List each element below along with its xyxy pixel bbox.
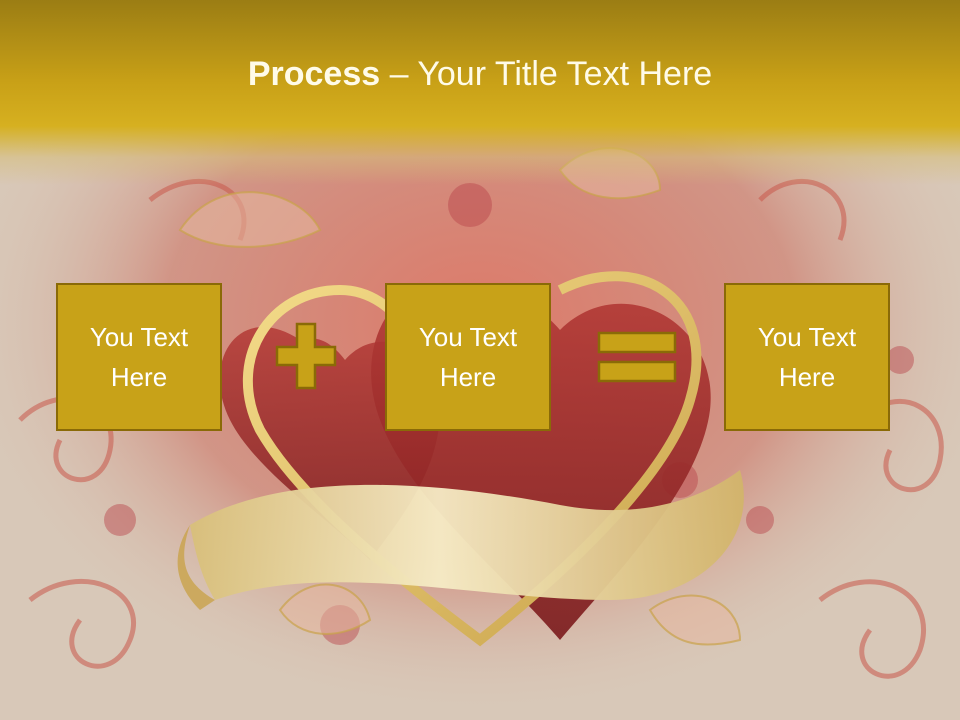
process-box-2[interactable]: You Text Here bbox=[385, 283, 551, 431]
process-box-line2: Here bbox=[778, 362, 836, 392]
title-bold: Process bbox=[247, 55, 381, 93]
slide-title: Process – Your Title Text Here bbox=[0, 48, 960, 100]
process-box-text: You Text Here bbox=[90, 317, 188, 397]
process-box-line1: You Text bbox=[757, 322, 857, 352]
title-band bbox=[0, 0, 960, 185]
process-box-3[interactable]: You Text Here bbox=[724, 283, 890, 431]
title-rest: – Your Title Text Here bbox=[380, 55, 713, 93]
plus-icon bbox=[275, 322, 337, 390]
process-box-line2: Here bbox=[439, 362, 497, 392]
process-box-1[interactable]: You Text Here bbox=[56, 283, 222, 431]
process-box-line2: Here bbox=[110, 362, 168, 392]
process-box-text: You Text Here bbox=[419, 317, 517, 397]
process-box-text: You Text Here bbox=[758, 317, 856, 397]
process-box-line1: You Text bbox=[89, 322, 189, 352]
process-box-line1: You Text bbox=[418, 322, 518, 352]
equals-icon bbox=[597, 331, 677, 383]
